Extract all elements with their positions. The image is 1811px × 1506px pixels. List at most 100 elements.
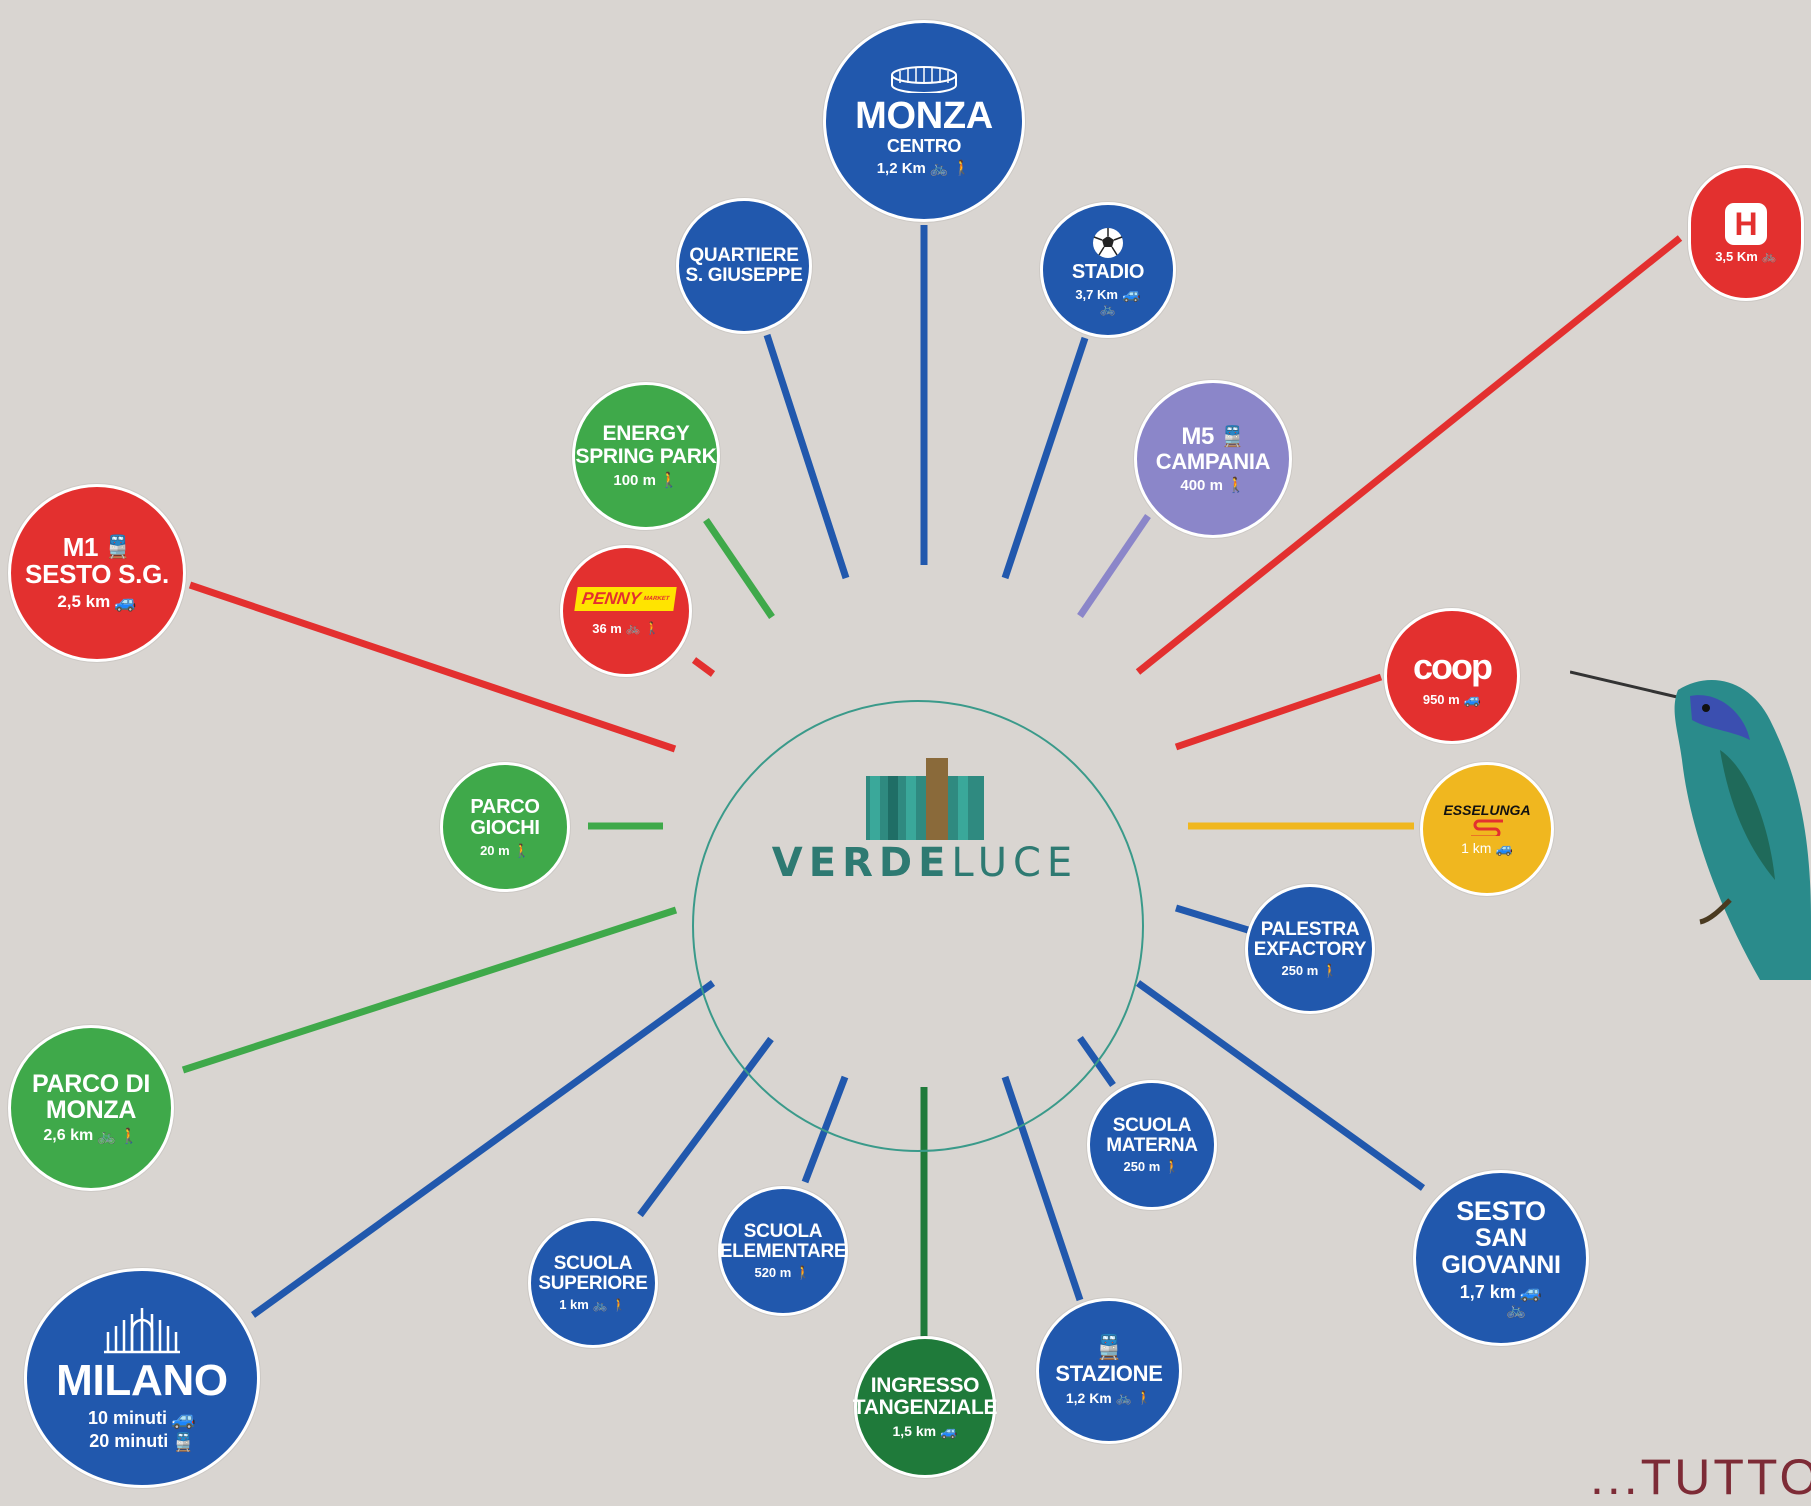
ospedale-distance: 3,5 Km bbox=[1715, 248, 1758, 264]
ingresso-title-2: TANGENZIALE bbox=[852, 1396, 998, 1419]
energy-title-1: ENERGY bbox=[602, 422, 690, 446]
parco-giochi-distance-row: 20 m🚶 bbox=[480, 843, 530, 858]
car-icon: 🚙 bbox=[940, 1423, 958, 1440]
bike-icon: 🚲 bbox=[929, 159, 949, 177]
parco-monza-distance: 2,6 km bbox=[43, 1127, 94, 1145]
stazione-title: STAZIONE bbox=[1055, 1361, 1163, 1387]
monza-distance: 1,2 Km bbox=[876, 159, 926, 177]
destination-m5-campania: M5🚆 CAMPANIA 400 m🚶 bbox=[1134, 380, 1292, 538]
car-icon: 🚙 bbox=[114, 592, 137, 613]
brand-light: LUCE bbox=[951, 840, 1079, 886]
stadio-distance-row: 3,7 Km🚙 bbox=[1075, 287, 1140, 302]
palestra-distance-row: 250 m🚶 bbox=[1281, 963, 1338, 978]
scuola-materna-distance: 250 m bbox=[1123, 1159, 1161, 1175]
m1-title-1: M1 bbox=[62, 531, 99, 562]
car-icon: 🚙 bbox=[1519, 1282, 1543, 1303]
bike-icon: 🚲 bbox=[1115, 1390, 1132, 1406]
scuola-materna-distance-row: 250 m🚶 bbox=[1123, 1159, 1180, 1174]
car-icon: 🚙 bbox=[1495, 840, 1513, 856]
stadio-distance: 3,7 Km bbox=[1075, 286, 1118, 302]
parco-giochi-title-2: GIOCHI bbox=[470, 816, 540, 839]
destination-m1-sesto: M1🚆 SESTO S.G. 2,5 km🚙 bbox=[8, 484, 186, 662]
walk-icon: 🚶 bbox=[952, 159, 972, 177]
line-sesto bbox=[1135, 980, 1426, 1191]
destination-parco-giochi: PARCO GIOCHI 20 m🚶 bbox=[440, 762, 570, 892]
walk-icon: 🚶 bbox=[611, 1297, 627, 1312]
stazione-distance: 1,2 Km bbox=[1065, 1389, 1112, 1406]
line-quartiere bbox=[763, 333, 850, 580]
line-palestra bbox=[1174, 904, 1250, 934]
monza-distance-row: 1,2 Km🚲🚶 bbox=[877, 160, 972, 177]
parco-giochi-title-1: PARCO bbox=[470, 795, 540, 818]
milano-car-time: 10 minuti bbox=[88, 1408, 168, 1429]
sesto-distance: 1,7 km bbox=[1459, 1281, 1516, 1302]
ingresso-title-1: INGRESSO bbox=[870, 1373, 980, 1397]
bike-icon: 🚲 bbox=[592, 1297, 608, 1312]
penny-logo-sub: MARKET bbox=[643, 595, 671, 602]
sesto-title-1: SESTO bbox=[1456, 1196, 1546, 1227]
footer-tagline: ...TUTTO bbox=[1590, 1449, 1811, 1505]
walk-icon: 🚶 bbox=[119, 1127, 139, 1145]
sesto-distance-row: 1,7 km🚙 bbox=[1460, 1282, 1542, 1303]
palestra-title-2: EXFACTORY bbox=[1253, 938, 1367, 960]
ingresso-distance: 1,5 km bbox=[892, 1423, 937, 1440]
walk-icon: 🚶 bbox=[1226, 476, 1246, 494]
destination-coop: coop 950 m🚙 bbox=[1384, 608, 1520, 744]
milano-train-row: 20 minuti🚆 bbox=[89, 1431, 194, 1452]
destination-scuola-elementare: SCUOLA ELEMENTARE 520 m🚶 bbox=[718, 1186, 848, 1316]
m1-distance: 2,5 km bbox=[57, 592, 111, 612]
line-m1 bbox=[188, 581, 677, 753]
destination-parco-monza: PARCO DI MONZA 2,6 km🚲🚶 bbox=[8, 1025, 174, 1191]
quartiere-title-2: S. GIUSEPPE bbox=[685, 265, 803, 286]
verdeluce-logo-icon bbox=[866, 758, 984, 840]
parco-monza-title-1: PARCO DI bbox=[32, 1069, 150, 1098]
scuola-materna-title-1: SCUOLA bbox=[1112, 1114, 1192, 1136]
line-energy bbox=[703, 518, 775, 619]
destination-quartiere: QUARTIERE S. GIUSEPPE bbox=[676, 198, 812, 334]
stazione-distance-row: 1,2 Km🚲🚶 bbox=[1066, 1390, 1152, 1406]
destination-sesto-san-giovanni: SESTO SAN GIOVANNI 1,7 km🚙 🚲 bbox=[1413, 1170, 1589, 1346]
destination-milano: MILANO 10 minuti🚙 20 minuti🚆 bbox=[24, 1268, 260, 1488]
scuola-materna-title-2: MATERNA bbox=[1106, 1134, 1198, 1156]
walk-icon: 🚶 bbox=[1322, 963, 1339, 979]
duomo-icon bbox=[104, 1307, 180, 1354]
sesto-title-2: SAN GIOVANNI bbox=[1441, 1224, 1561, 1279]
bike-icon: 🚲 bbox=[625, 621, 641, 635]
line-penny bbox=[691, 657, 716, 677]
destination-stadio: STADIO 3,7 Km🚙 🚲 bbox=[1040, 202, 1176, 338]
walk-icon: 🚶 bbox=[795, 1265, 812, 1281]
scuola-elementare-title-1: SCUOLA bbox=[743, 1220, 823, 1242]
ospedale-distance-row: 3,5 Km🚲 bbox=[1715, 249, 1777, 264]
car-icon: 🚙 bbox=[1121, 285, 1141, 303]
bike-icon: 🚲 bbox=[1761, 249, 1777, 263]
penny-distance-row: 36 m🚲🚶 bbox=[592, 621, 660, 636]
bike-icon: 🚲 bbox=[97, 1127, 116, 1145]
palestra-distance: 250 m bbox=[1281, 963, 1319, 979]
m5-distance-row: 400 m🚶 bbox=[1180, 477, 1245, 494]
parco-giochi-distance: 20 m bbox=[480, 842, 510, 858]
line-ospedale bbox=[1135, 235, 1683, 675]
train-icon: 🚆 bbox=[172, 1431, 195, 1452]
hospital-icon: H bbox=[1725, 202, 1767, 245]
coop-distance: 950 m bbox=[1422, 691, 1460, 707]
scuola-elementare-title-2: ELEMENTARE bbox=[719, 1240, 847, 1262]
walk-icon: 🚶 bbox=[513, 842, 530, 858]
palestra-title-1: PALESTRA bbox=[1260, 918, 1360, 940]
monza-title: MONZA bbox=[855, 95, 993, 138]
destination-esselunga: ESSELUNGA 1 km🚙 bbox=[1420, 762, 1554, 896]
m5-title-row: M5🚆 bbox=[1181, 424, 1245, 449]
destination-ingresso-tangenziale: INGRESSO TANGENZIALE 1,5 km🚙 bbox=[852, 1336, 998, 1478]
m1-title-row: M1🚆 bbox=[62, 531, 132, 562]
coop-logo: coop bbox=[1413, 645, 1493, 687]
scuola-elementare-distance-row: 520 m🚶 bbox=[754, 1265, 811, 1280]
penny-distance: 36 m bbox=[592, 620, 622, 636]
energy-title-2: SPRING PARK bbox=[575, 444, 717, 468]
line-stadio bbox=[1001, 336, 1089, 580]
car-icon: 🚙 bbox=[171, 1407, 196, 1430]
line-milano bbox=[250, 980, 716, 1318]
brand-bold: VERDE bbox=[771, 840, 952, 886]
walk-icon: 🚶 bbox=[644, 621, 660, 635]
